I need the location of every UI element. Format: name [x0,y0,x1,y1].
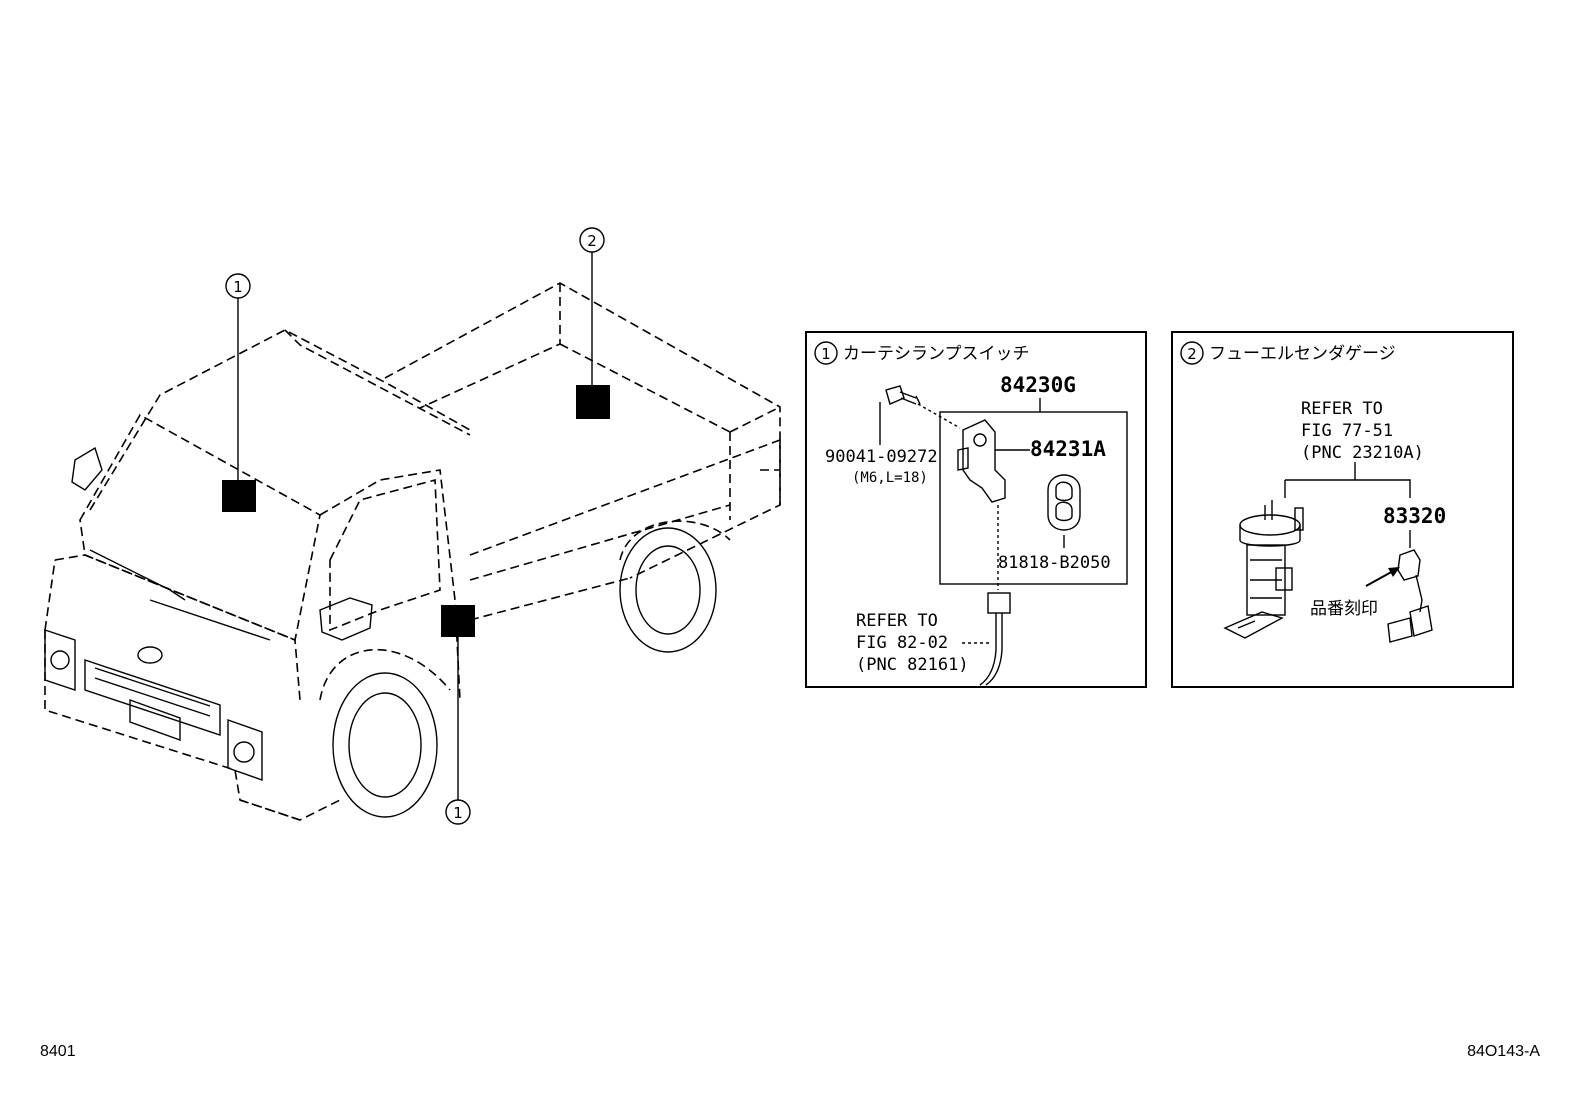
cover-icon [1047,474,1081,531]
marker-cab-location [222,480,256,512]
assy-box [939,411,1128,585]
panel2-title: フューエルセンダゲージ [1209,344,1396,364]
part-84231a: 84231A [1030,437,1106,461]
stamp-note: 品番刻印 [1310,599,1378,619]
marker-door-location [441,605,475,637]
panel1-refer-line1: REFER TO [856,611,938,631]
part-81818-b2050: 81818-B2050 [998,553,1111,573]
footer-left-code: 8401 [40,1043,76,1060]
panel1-title: カーテシランプスイッチ [843,344,1030,364]
fuel-pump-icon [1223,500,1304,639]
part-84230g: 84230G [1000,373,1076,397]
arrow-icon [1388,567,1400,577]
footer-right-code: 84O143-A [1467,1043,1540,1060]
panel-fuel-sender-gauge: 2 フューエルセンダゲージ REFER TO FIG 77-51 (PNC 23… [1171,331,1514,688]
panel2-refer-line3: (PNC 23210A) [1301,443,1424,463]
switch-icon [957,419,1006,503]
panel1-refer-line2: FIG 82-02 [856,633,948,653]
panel1-number: 1 [821,345,831,363]
bolt-icon [885,385,921,405]
panel1-refer-line3: (PNC 82161) [856,655,969,675]
panel2-refer-line2: FIG 77-51 [1301,421,1393,441]
marker-bed-location [576,385,610,419]
truck-illustration [44,282,781,821]
part-83320: 83320 [1383,504,1446,528]
panel2-number: 2 [1187,345,1197,363]
truck-callouts: 1 2 1 [222,227,610,825]
panel-courtesy-lamp-switch: 1 カーテシランプスイッチ 84230G 90041-09272 (M6,L=1… [805,331,1147,688]
callout-door-number: 1 [453,804,463,822]
sender-gauge-icon [1387,549,1433,643]
callout-bed-number: 2 [587,232,597,250]
connector-icon [987,592,1011,614]
panel2-refer-line1: REFER TO [1301,399,1383,419]
part-90041-09272: 90041-09272 [825,447,938,467]
callout-cab-number: 1 [233,278,243,296]
bolt-spec: (M6,L=18) [852,470,928,486]
callout-door-circle [445,799,471,825]
